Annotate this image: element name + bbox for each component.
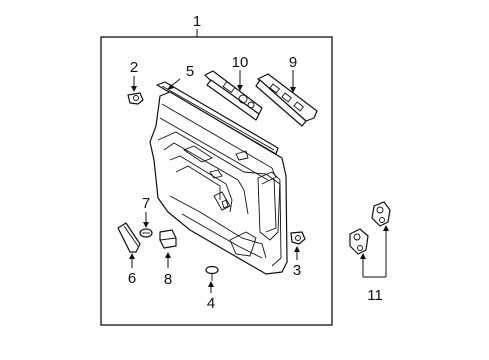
callout-6-label: 6 xyxy=(128,270,136,287)
callout-2-label: 2 xyxy=(130,59,138,76)
part-3-clip xyxy=(290,231,306,245)
callout-8: 8 xyxy=(164,252,172,288)
callout-9-label: 9 xyxy=(289,54,297,71)
assembly-frame xyxy=(100,36,333,326)
callout-5: 5 xyxy=(167,63,194,90)
callout-5-label: 5 xyxy=(186,63,194,80)
callout-3: 3 xyxy=(293,246,301,279)
callout-1: 1 xyxy=(193,13,201,37)
part-9-master-switch xyxy=(255,73,318,127)
part-11-bracket-lower xyxy=(349,228,369,255)
callout-11-label: 11 xyxy=(367,287,383,304)
callout-10: 10 xyxy=(232,54,249,91)
part-11-bracket-upper xyxy=(371,201,391,227)
callout-7-label: 7 xyxy=(142,195,150,212)
part-10-switch-panel xyxy=(204,70,263,121)
callout-8-label: 8 xyxy=(164,271,172,288)
callout-3-label: 3 xyxy=(293,262,301,279)
part-6-handle-cover xyxy=(117,222,141,253)
callout-1-label: 1 xyxy=(193,13,201,30)
part-2-clip xyxy=(127,92,144,105)
callout-11: 11 xyxy=(360,225,389,304)
callout-4: 4 xyxy=(207,281,215,312)
callout-9: 9 xyxy=(289,54,297,93)
part-8-fastener xyxy=(159,229,177,249)
door-trim-panel xyxy=(149,91,288,275)
callout-6: 6 xyxy=(128,253,136,287)
callout-2: 2 xyxy=(130,59,138,92)
part-7-screw xyxy=(139,228,153,238)
callout-7: 7 xyxy=(142,195,150,228)
callout-4-label: 4 xyxy=(207,295,215,312)
callout-10-label: 10 xyxy=(232,54,249,71)
part-4-screw xyxy=(205,265,219,281)
